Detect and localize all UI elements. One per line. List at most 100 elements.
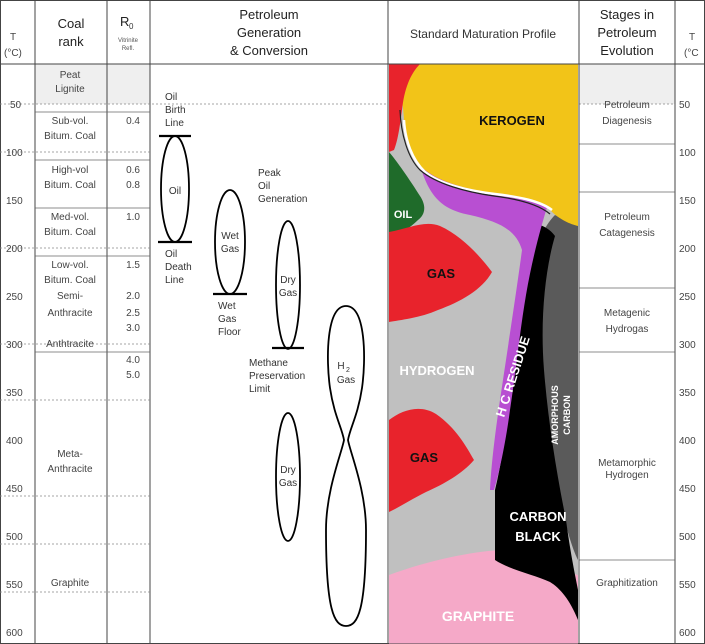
- profile-border: [387, 63, 580, 644]
- r0-value-7: 2.5: [126, 308, 140, 319]
- r0-value-8: 3.0: [126, 323, 140, 334]
- wet-gas-floor-label-3: Floor: [218, 327, 241, 338]
- coal-rank-med-vol-2: Bitum. Coal: [44, 227, 96, 238]
- dry-gas-window-lower-ellipse: [275, 412, 301, 542]
- h2-gas-window-shape: [325, 305, 367, 627]
- coal-rank-sub-vol-1: Sub-vol.: [52, 116, 89, 127]
- gas-upper-label: GAS: [427, 266, 456, 281]
- carbon-label-1: CARBON: [509, 509, 566, 524]
- tick-left-250: 250: [6, 292, 23, 303]
- coal-rank-low-vol-2: Bitum. Coal: [44, 275, 96, 286]
- dry-gas-upper-label-2: Gas: [279, 288, 297, 299]
- header-row: T (°C) Coal rank R 0 Vitrinite Refl. Pet…: [4, 7, 699, 59]
- coal-rank-anthtracite: Anthtracite: [46, 339, 94, 350]
- t-left-unit: (°C): [4, 48, 22, 59]
- coal-rank-sub-vol-2: Bitum. Coal: [44, 131, 96, 142]
- petro-header-3: & Conversion: [230, 43, 308, 58]
- kerogen-label: KEROGEN: [479, 113, 545, 128]
- stages-header-2: Petroleum: [597, 25, 656, 40]
- coal-rank-meta-1: Meta-: [57, 449, 83, 460]
- temperature-gridlines: [0, 103, 675, 593]
- tick-left-200: 200: [6, 244, 23, 255]
- t-left-header: T: [10, 32, 16, 43]
- gas-upper-zone: [389, 223, 492, 322]
- coal-rank-semi: Semi-: [57, 291, 83, 302]
- methane-label-2: Preservation: [249, 371, 305, 382]
- stages-column: Petroleum Diagenesis Petroleum Catagenes…: [596, 100, 658, 589]
- tick-right-450: 450: [679, 484, 696, 495]
- tick-left-50: 50: [10, 100, 22, 111]
- maturation-profile: KEROGEN OIL GAS HYDROGEN H C RESIDUE AMO…: [389, 64, 578, 644]
- oil-death-label-3: Line: [165, 275, 184, 286]
- gas-lower-label: GAS: [410, 450, 439, 465]
- tick-right-550: 550: [679, 580, 696, 591]
- tick-right-150: 150: [679, 196, 696, 207]
- r0-value-9: 4.0: [126, 355, 140, 366]
- oil-zone: [389, 152, 425, 238]
- petro-header-2: Generation: [237, 25, 301, 40]
- coal-rank-header-2: rank: [58, 34, 84, 49]
- separator-curve-white: [402, 119, 553, 212]
- hydrogen-label: HYDROGEN: [399, 363, 474, 378]
- gas-wedge-zone: [389, 64, 420, 152]
- coal-rank-high-vol-1: High-vol: [52, 165, 89, 176]
- oil-window-label: Oil: [169, 186, 181, 197]
- coal-rank-med-vol-1: Med-vol.: [51, 212, 89, 223]
- graphite-label: GRAPHITE: [442, 608, 514, 624]
- coal-rank-lignite: Lignite: [55, 84, 85, 95]
- stages-header-3: Evolution: [600, 43, 653, 58]
- coal-rank-high-vol-2: Bitum. Coal: [44, 180, 96, 191]
- peak-oil-label-3: Generation: [258, 194, 307, 205]
- tick-right-100: 100: [679, 148, 696, 159]
- r0-desc-2: Refl.: [122, 46, 135, 52]
- methane-label-1: Methane: [249, 358, 288, 369]
- vitrinite-column: 0.4 0.6 0.8 1.0 1.5 2.0 2.5 3.0 4.0 5.0: [126, 116, 140, 381]
- petro-header-1: Petroleum: [239, 7, 298, 22]
- profile-header: Standard Maturation Profile: [410, 27, 556, 41]
- peat-shading: [35, 64, 150, 104]
- r0-subscript: 0: [129, 22, 134, 31]
- peak-oil-label-2: Oil: [258, 181, 270, 192]
- dry-gas-lower-label-2: Gas: [279, 478, 297, 489]
- tick-right-500: 500: [679, 532, 696, 543]
- oil-birth-label-2: Birth: [165, 105, 186, 116]
- wet-gas-label-2: Gas: [221, 244, 239, 255]
- tick-right-350: 350: [679, 388, 696, 399]
- rank-divider-lines: [35, 111, 675, 561]
- stage-shading: [579, 64, 675, 104]
- temperature-ticks-left: 50 100 150 200 250 300 350 400 450 500 5…: [6, 100, 23, 639]
- separator-curve-dark: [399, 109, 551, 215]
- oil-birth-label-3: Line: [165, 118, 184, 129]
- tick-left-350: 350: [6, 388, 23, 399]
- r0-value-1: 0.4: [126, 116, 140, 127]
- stage-catagenesis-1: Petroleum: [604, 212, 650, 223]
- stage-diagenesis-2: Diagenesis: [602, 116, 651, 127]
- methane-label-3: Limit: [249, 384, 270, 395]
- tick-left-100: 100: [6, 148, 23, 159]
- generation-labels: Oil Birth Line Oil Oil Death Line Peak O…: [165, 92, 355, 489]
- coal-rank-column: Peat Lignite Sub-vol. Bitum. Coal High-v…: [44, 70, 96, 589]
- r0-value-5: 1.5: [126, 260, 140, 271]
- r0-value-4: 1.0: [126, 212, 140, 223]
- tick-right-400: 400: [679, 436, 696, 447]
- oil-death-label-1: Oil: [165, 249, 177, 260]
- stage-hydrogas-2: Hydrogas: [606, 324, 649, 335]
- r0-value-3: 0.8: [126, 180, 140, 191]
- stage-metamorphic-2: Hydrogen: [605, 470, 648, 481]
- h2-label-subscript: 2: [346, 367, 350, 374]
- t-right-header: T: [689, 32, 695, 43]
- h2-label-h: H: [337, 361, 344, 372]
- tick-left-550: 550: [6, 580, 23, 591]
- tick-left-150: 150: [6, 196, 23, 207]
- stage-diagenesis-1: Petroleum: [604, 100, 650, 111]
- temperature-ticks-right: 50 100 150 200 250 300 350 400 450 500 5…: [679, 100, 696, 639]
- tick-left-600: 600: [6, 628, 23, 639]
- r0-header: R: [120, 14, 129, 29]
- carbon-black-zone: [495, 225, 578, 620]
- r0-value-2: 0.6: [126, 165, 140, 176]
- gas-lower-zone: [389, 408, 474, 512]
- wet-gas-label-1: Wet: [221, 231, 239, 242]
- r0-value-10: 5.0: [126, 370, 140, 381]
- tick-right-300: 300: [679, 340, 696, 351]
